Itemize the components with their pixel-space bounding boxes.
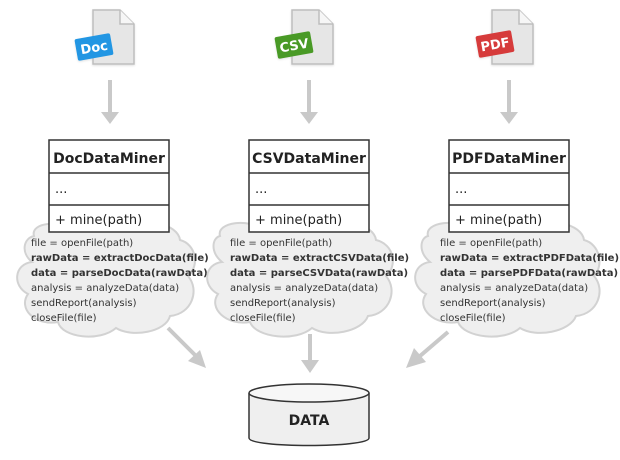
class-fields: ... [255,182,267,197]
class-method: + mine(path) [55,213,142,228]
step-line: rawData = extractPDFData(file) [440,253,619,264]
step-line: file = openFile(path) [440,238,542,249]
csv-file-tag [274,31,314,59]
doc-file-label: Doc [79,39,109,59]
cloud-to-db-arrow [166,326,206,368]
file-to-class-arrow [300,80,318,124]
class-method: + mine(path) [455,213,542,228]
class-box-csv: CSVDataMiner ... + mine(path) [248,139,370,233]
pdf-file-tag [475,30,515,58]
step-line: closeFile(file) [230,313,296,324]
column-csv: CSV CSVDataMiner ... + mine(path) file =… [206,9,409,373]
file-to-class-arrow [101,80,119,124]
step-line: analysis = analyzeData(data) [31,283,179,294]
step-line: analysis = analyzeData(data) [230,283,378,294]
csv-file-icon: CSV [274,9,334,65]
step-line: rawData = extractDocData(file) [31,253,209,264]
step-line: file = openFile(path) [31,238,133,249]
class-name: DocDataMiner [53,151,165,167]
class-fields: ... [55,182,67,197]
pdf-file-icon: PDF [475,9,534,65]
step-line: data = parseDocData(rawData) [31,268,208,279]
column-doc: Doc DocDataMiner ... + mine(path) file [16,9,209,368]
step-line: analysis = analyzeData(data) [440,283,588,294]
mine-steps: file = openFile(path) rawData = extractD… [31,238,209,324]
mine-steps: file = openFile(path) rawData = extractP… [440,238,619,324]
class-box-doc: DocDataMiner ... + mine(path) [48,139,170,233]
step-line: data = parsePDFData(rawData) [440,268,618,279]
file-to-class-arrow [500,80,518,124]
step-line: rawData = extractCSVData(file) [230,253,409,264]
class-fields: ... [455,182,467,197]
mine-steps: file = openFile(path) rawData = extractC… [230,238,409,324]
class-method: + mine(path) [255,213,342,228]
step-line: closeFile(file) [440,313,506,324]
step-line: sendReport(analysis) [440,298,546,309]
step-line: file = openFile(path) [230,238,332,249]
step-line: closeFile(file) [31,313,97,324]
pdf-file-label: PDF [480,36,511,56]
doc-file-icon: Doc [74,9,135,65]
cloud-to-db-arrow [406,330,450,368]
column-pdf: PDF PDFDataMiner ... + mine(path) file =… [406,9,619,368]
class-name: PDFDataMiner [452,151,566,167]
step-line: sendReport(analysis) [31,298,137,309]
cloud-to-db-arrow [301,334,319,373]
class-box-pdf: PDFDataMiner ... + mine(path) [448,139,570,233]
class-name: CSVDataMiner [252,151,366,167]
step-line: data = parseCSVData(rawData) [230,268,408,279]
doc-file-tag [74,33,114,61]
step-line: sendReport(analysis) [230,298,336,309]
database-label: DATA [289,413,330,429]
csv-file-label: CSV [279,37,310,57]
database-cylinder: DATA [248,383,370,447]
